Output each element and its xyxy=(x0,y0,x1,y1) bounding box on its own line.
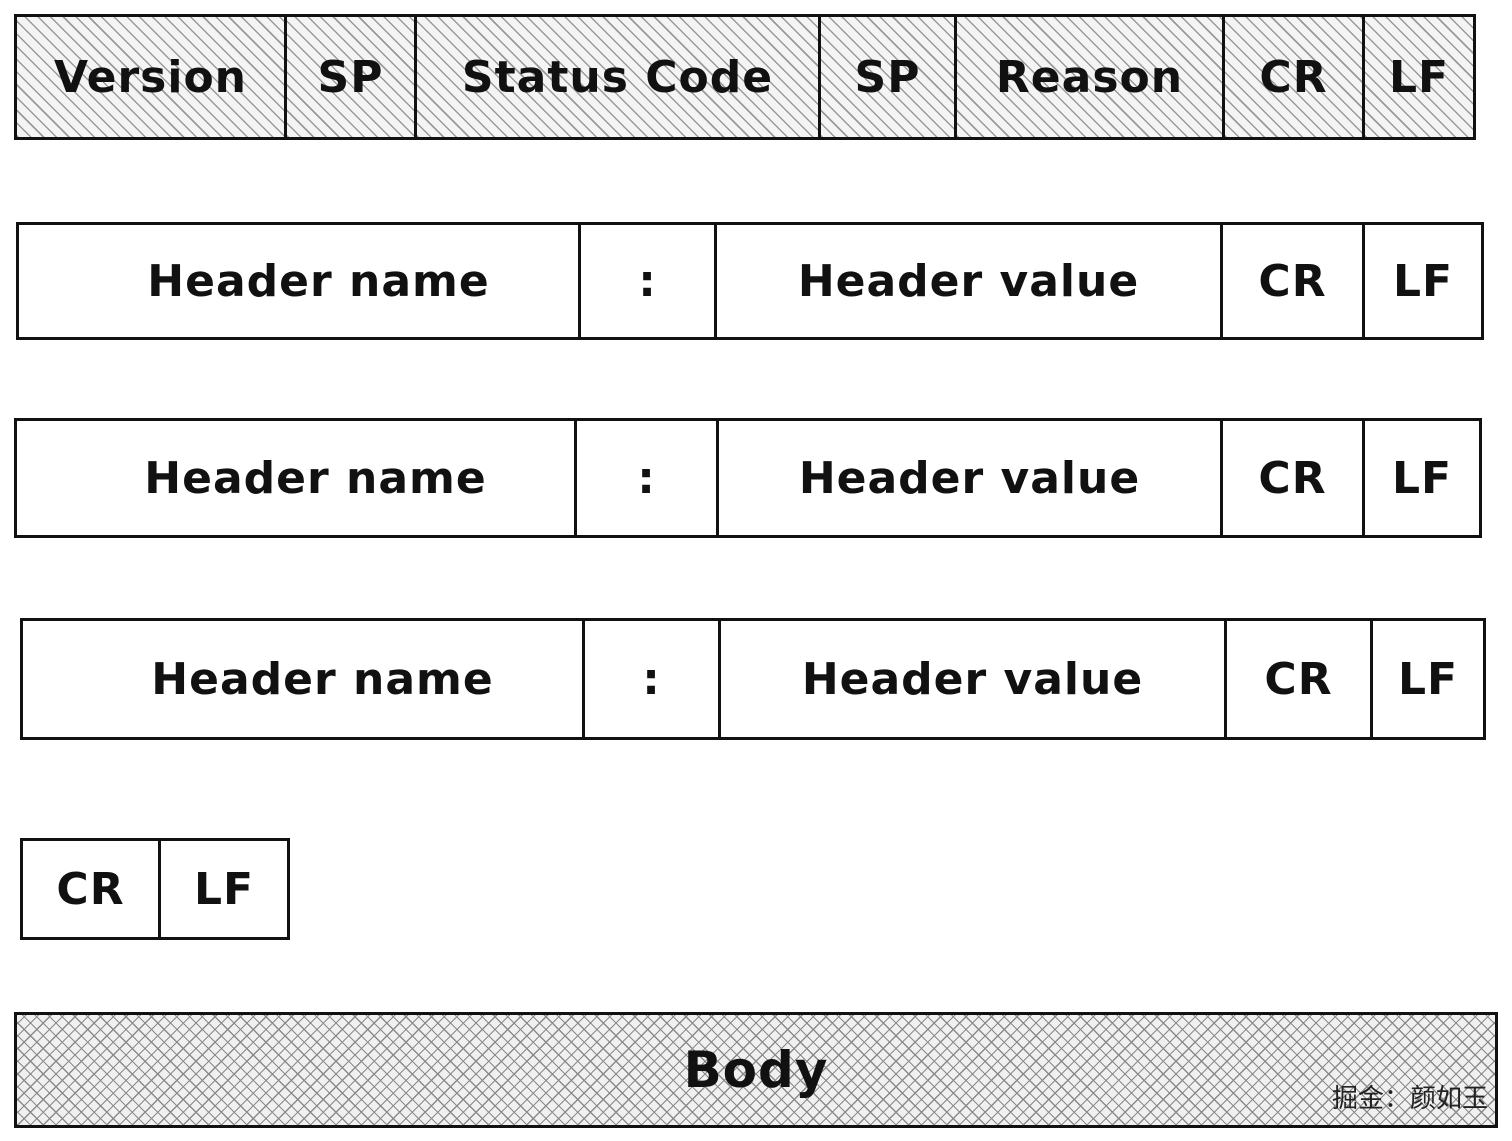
status-cr-cell: CR xyxy=(1225,17,1365,137)
header-cr-cell: CR xyxy=(1223,225,1365,337)
header-value-cell: Header value xyxy=(721,621,1227,737)
version-cell: Version xyxy=(17,17,287,137)
body-label: Body xyxy=(683,1041,829,1099)
status-code-label: Status Code xyxy=(461,51,774,103)
sp-cell-2: SP xyxy=(821,17,957,137)
body-row: Body xyxy=(14,1012,1498,1128)
header-cr-cell: CR xyxy=(1223,421,1365,535)
header-lf-cell: LF xyxy=(1373,621,1483,737)
status-lf-label: LF xyxy=(1388,51,1450,103)
header-name-cell: Header name xyxy=(19,225,581,337)
colon-label: : xyxy=(638,255,657,307)
body-cell: Body xyxy=(17,1015,1495,1125)
status-line-row: Version SP Status Code SP Reason CR LF xyxy=(14,14,1476,140)
header-name-cell: Header name xyxy=(23,621,585,737)
header-cr-cell: CR xyxy=(1227,621,1373,737)
header-lf-cell: LF xyxy=(1365,225,1481,337)
version-label: Version xyxy=(53,51,247,103)
blank-lf-label: LF xyxy=(193,863,255,915)
blank-line-row: CR LF xyxy=(20,838,290,940)
header-line-row: Header name : Header value CR LF xyxy=(16,222,1484,340)
header-line-row: Header name : Header value CR LF xyxy=(14,418,1482,538)
header-lf-label: LF xyxy=(1391,452,1453,504)
header-cr-label: CR xyxy=(1258,255,1327,307)
header-line-row: Header name : Header value CR LF xyxy=(20,618,1486,740)
header-lf-label: LF xyxy=(1397,653,1459,705)
blank-cr-cell: CR xyxy=(23,841,161,937)
status-cr-label: CR xyxy=(1259,51,1328,103)
blank-lf-cell: LF xyxy=(161,841,287,937)
header-cr-label: CR xyxy=(1264,653,1333,705)
sp-label-2: SP xyxy=(854,51,921,103)
colon-cell: : xyxy=(577,421,719,535)
header-name-label: Header name xyxy=(144,452,487,504)
header-value-label: Header value xyxy=(797,255,1140,307)
header-name-label: Header name xyxy=(147,255,490,307)
header-lf-label: LF xyxy=(1392,255,1454,307)
header-value-label: Header value xyxy=(801,653,1144,705)
colon-label: : xyxy=(637,452,656,504)
header-value-cell: Header value xyxy=(719,421,1223,535)
reason-cell: Reason xyxy=(957,17,1225,137)
status-lf-cell: LF xyxy=(1365,17,1473,137)
blank-cr-label: CR xyxy=(56,863,125,915)
header-name-cell: Header name xyxy=(17,421,577,535)
colon-label: : xyxy=(642,653,661,705)
header-cr-label: CR xyxy=(1258,452,1327,504)
status-code-cell: Status Code xyxy=(417,17,821,137)
colon-cell: : xyxy=(581,225,717,337)
colon-cell: : xyxy=(585,621,721,737)
header-value-label: Header value xyxy=(798,452,1141,504)
sp-label-1: SP xyxy=(317,51,384,103)
header-name-label: Header name xyxy=(151,653,494,705)
header-lf-cell: LF xyxy=(1365,421,1479,535)
reason-label: Reason xyxy=(995,51,1184,103)
sp-cell-1: SP xyxy=(287,17,417,137)
header-value-cell: Header value xyxy=(717,225,1223,337)
watermark-text: 掘金：颜如玉 xyxy=(1331,1084,1488,1114)
